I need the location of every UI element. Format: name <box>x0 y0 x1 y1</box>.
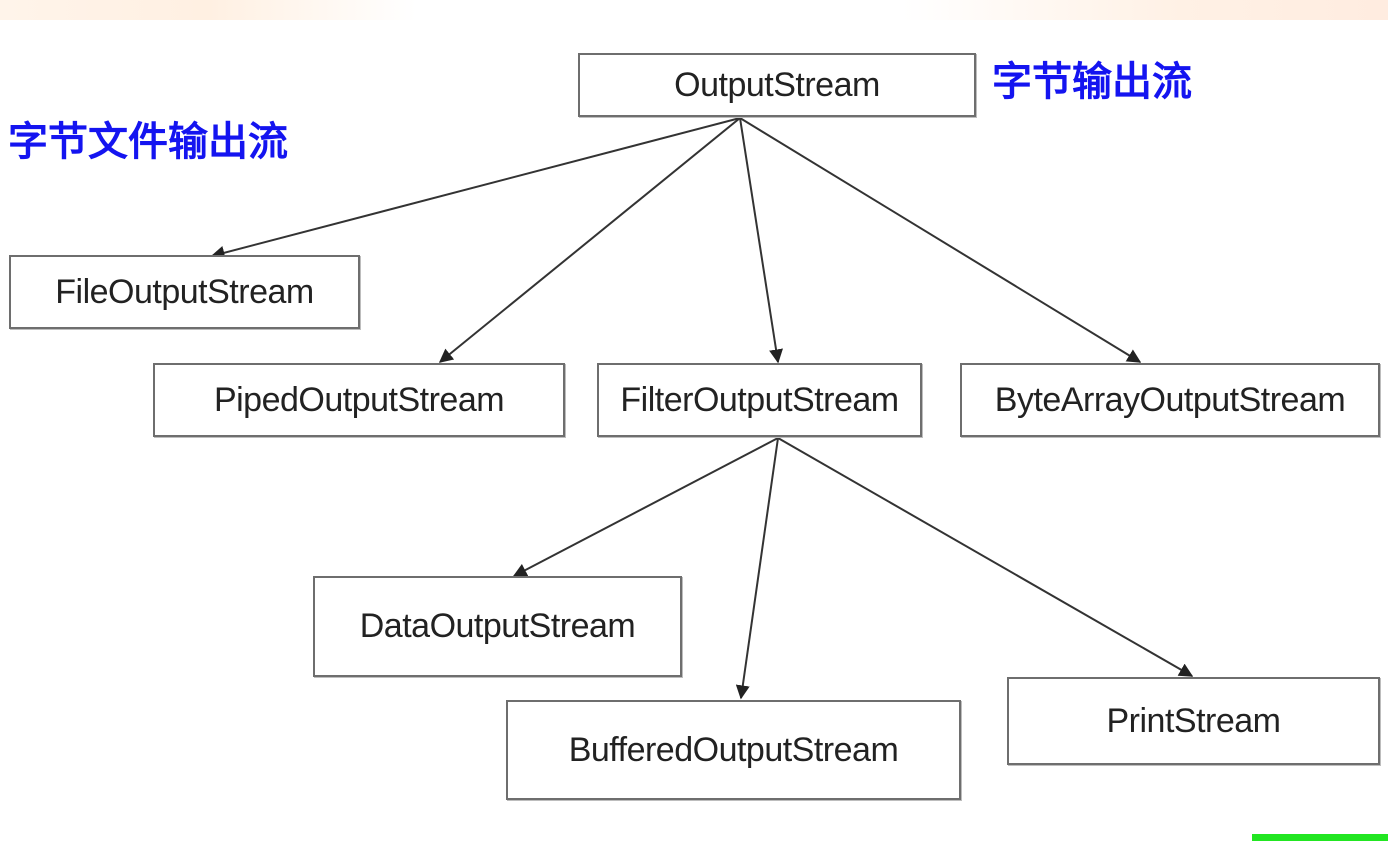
edge-filter-output-stream-to-buffered-output-stream <box>735 437 779 700</box>
decorative-top-band <box>0 0 1388 20</box>
edge-output-stream-to-file-output-stream <box>210 117 741 260</box>
edge-filter-output-stream-to-data-output-stream <box>512 437 779 577</box>
node-output-stream: OutputStream <box>578 53 976 117</box>
byte-output-stream-label: 字节输出流 <box>992 59 1192 105</box>
node-file-output-stream: FileOutputStream <box>9 255 360 329</box>
byte-file-output-stream-label: 字节文件输出流 <box>8 119 288 165</box>
node-piped-output-stream: PipedOutputStream <box>153 363 565 437</box>
node-filter-output-stream: FilterOutputStream <box>597 363 922 437</box>
edge-output-stream-to-byte-array-output-stream <box>739 117 1142 363</box>
green-accent-bar <box>1252 834 1388 841</box>
node-buffered-output-stream: BufferedOutputStream <box>506 700 961 800</box>
edge-filter-output-stream-to-print-stream <box>777 437 1194 677</box>
node-print-stream: PrintStream <box>1007 677 1380 765</box>
node-byte-array-output-stream: ByteArrayOutputStream <box>960 363 1380 437</box>
edge-output-stream-to-piped-output-stream <box>438 117 741 363</box>
node-data-output-stream: DataOutputStream <box>313 576 682 677</box>
edge-output-stream-to-filter-output-stream <box>739 117 783 364</box>
